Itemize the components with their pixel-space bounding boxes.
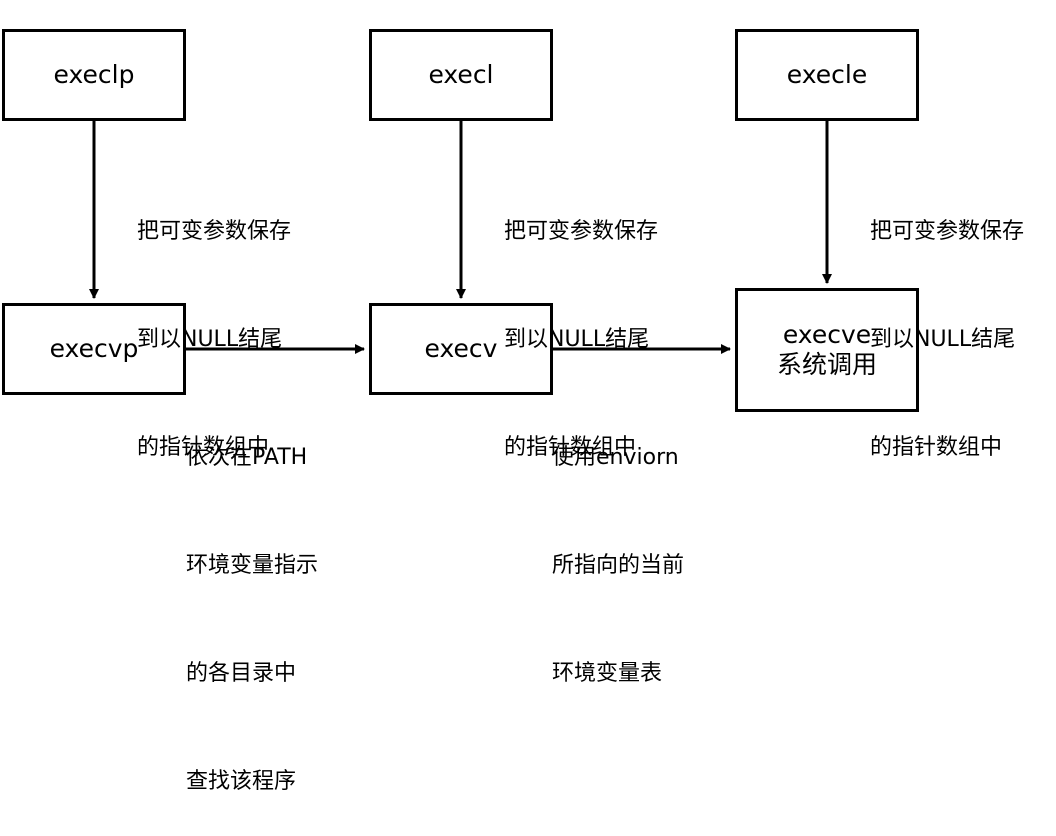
note-line: 环境变量指示	[186, 553, 319, 578]
node-label: execlp	[53, 60, 135, 89]
note-line: 到以NULL结尾	[137, 327, 283, 352]
note-line: 使用enviorn	[552, 445, 679, 470]
node-label: execv	[424, 334, 498, 363]
note-line: 的指针数组中	[137, 435, 270, 460]
note-execle-to-execve: 把可变参数保存 到以NULL结尾 的指针数组中	[870, 142, 1024, 502]
note-line: 把可变参数保存	[504, 219, 659, 244]
node-label: execve	[782, 320, 872, 349]
diagram-edges	[89, 120, 832, 354]
node-execlp: execlp	[2, 29, 186, 121]
node-label: execle	[786, 60, 868, 89]
note-execlp-to-execvp: 把可变参数保存 到以NULL结尾 的指针数组中	[137, 142, 291, 502]
note-line: 查找该程序	[186, 769, 297, 794]
note-execvp-to-execv: 依次在PATH 环境变量指示 的各目录中 查找该程序	[186, 368, 318, 836]
node-execv: execv	[369, 303, 553, 395]
node-execl: execl	[369, 29, 553, 121]
note-line: 环境变量表	[552, 661, 663, 686]
note-execl-to-execv: 把可变参数保存 到以NULL结尾 的指针数组中	[504, 142, 658, 502]
node-execle: execle	[735, 29, 919, 121]
node-label: execvp	[49, 334, 139, 363]
note-line: 的指针数组中	[870, 435, 1003, 460]
note-line: 到以NULL结尾	[870, 327, 1016, 352]
note-line: 依次在PATH	[186, 445, 308, 470]
note-line: 的各目录中	[186, 661, 297, 686]
node-execve: execve 系统调用	[735, 288, 919, 412]
note-line: 所指向的当前	[552, 553, 685, 578]
note-line: 把可变参数保存	[870, 219, 1025, 244]
node-sublabel: 系统调用	[776, 350, 877, 379]
node-execvp: execvp	[2, 303, 186, 395]
note-line: 把可变参数保存	[137, 219, 292, 244]
note-execv-to-execve: 使用enviorn 所指向的当前 环境变量表	[552, 368, 684, 728]
node-label: execl	[428, 60, 494, 89]
note-line: 的指针数组中	[504, 435, 637, 460]
note-line: 到以NULL结尾	[504, 327, 650, 352]
